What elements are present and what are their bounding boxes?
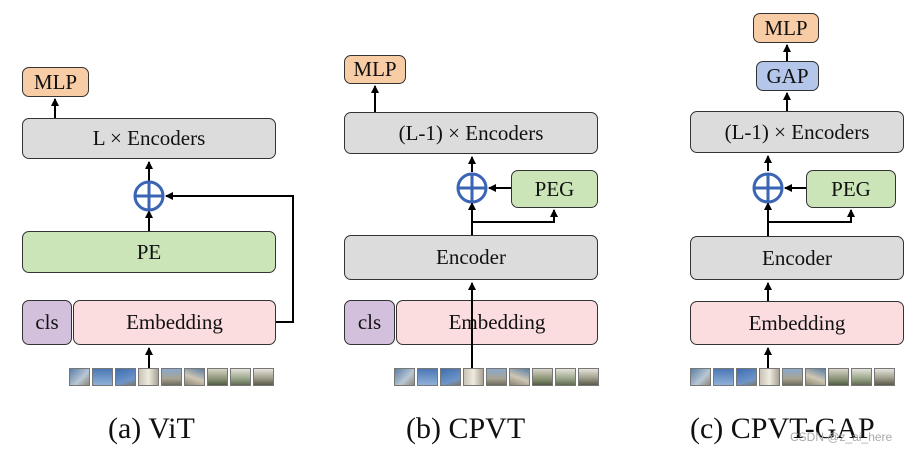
cpvt-gap-gap-box: GAP (756, 61, 819, 91)
image-patch-thumbnail (828, 368, 849, 386)
cpvt-image-patches (394, 368, 599, 386)
image-patch-thumbnail (759, 368, 780, 386)
plus-circle-icon (456, 172, 488, 204)
cpvt-cls-box: cls (344, 300, 395, 345)
cpvt-gap-mlp-box: MLP (753, 13, 819, 43)
cpvt-mlp-box: MLP (344, 55, 406, 84)
image-patch-thumbnail (138, 368, 159, 386)
image-patch-thumbnail (253, 368, 274, 386)
image-patch-thumbnail (509, 368, 530, 386)
plus-circle-icon (752, 172, 784, 204)
image-patch-thumbnail (115, 368, 136, 386)
image-patch-thumbnail (782, 368, 803, 386)
cpvt-gap-encoders-box: (L-1) × Encoders (690, 111, 904, 153)
image-patch-thumbnail (555, 368, 576, 386)
image-patch-thumbnail (486, 368, 507, 386)
image-patch-thumbnail (440, 368, 461, 386)
cpvt-gap-caption: (c) CPVT-GAP (690, 412, 875, 445)
image-patch-thumbnail (690, 368, 711, 386)
watermark: CSDN @z_ai_here (790, 430, 893, 444)
image-patch-thumbnail (207, 368, 228, 386)
image-patch-thumbnail (532, 368, 553, 386)
plus-circle-icon (133, 180, 165, 212)
cpvt-gap-encoder-box: Encoder (690, 236, 904, 280)
vit-mlp-box: MLP (22, 67, 89, 97)
cpvt-gap-peg-box: PEG (806, 170, 896, 208)
vit-caption: (a) ViT (108, 412, 195, 445)
vit-pe-box: PE (22, 231, 276, 273)
vit-cls-box: cls (22, 300, 72, 345)
image-patch-thumbnail (874, 368, 895, 386)
cpvt-encoder-box: Encoder (344, 235, 598, 280)
image-patch-thumbnail (736, 368, 757, 386)
cpvt-encoders-box: (L-1) × Encoders (344, 112, 598, 154)
cpvt-gap-image-patches (690, 368, 895, 386)
vit-embedding-box: Embedding (73, 300, 276, 345)
image-patch-thumbnail (184, 368, 205, 386)
image-patch-thumbnail (92, 368, 113, 386)
image-patch-thumbnail (230, 368, 251, 386)
cpvt-caption: (b) CPVT (406, 412, 526, 445)
vit-image-patches (69, 368, 274, 386)
image-patch-thumbnail (417, 368, 438, 386)
cpvt-gap-embedding-box: Embedding (690, 301, 904, 345)
cpvt-peg-box: PEG (511, 170, 598, 208)
image-patch-thumbnail (713, 368, 734, 386)
image-patch-thumbnail (463, 368, 484, 386)
image-patch-thumbnail (805, 368, 826, 386)
image-patch-thumbnail (851, 368, 872, 386)
vit-encoders-box: L × Encoders (22, 118, 276, 159)
image-patch-thumbnail (578, 368, 599, 386)
image-patch-thumbnail (69, 368, 90, 386)
image-patch-thumbnail (394, 368, 415, 386)
image-patch-thumbnail (161, 368, 182, 386)
